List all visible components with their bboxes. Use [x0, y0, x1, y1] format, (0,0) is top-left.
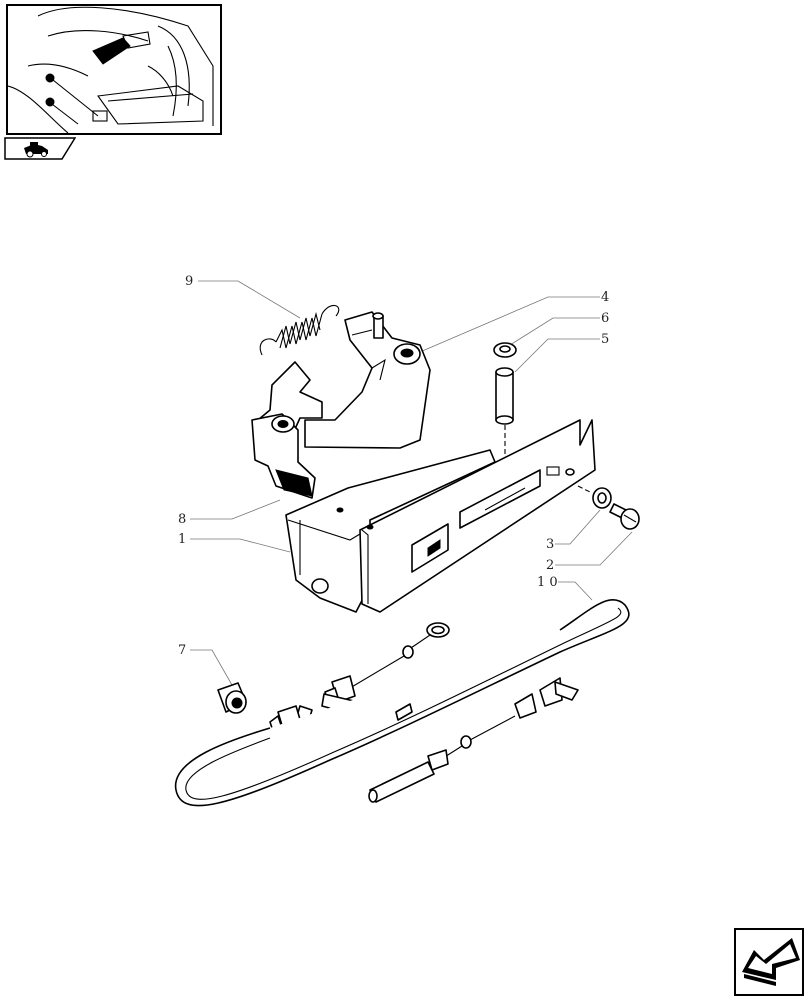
part-8-handle	[251, 361, 323, 499]
callout-10: 1 0	[537, 575, 558, 590]
part-3-bushing	[577, 485, 612, 509]
leader-lines	[190, 280, 633, 686]
tractor-cab-locator-thumbnail	[8, 6, 214, 133]
callout-3: 3	[546, 537, 554, 552]
callout-labels: 9 4 6 5 8 1 3 2 1 0 7	[178, 274, 609, 658]
tractor-tab-icon	[4, 137, 76, 160]
locator-thumbnail	[6, 4, 222, 135]
part-9-spring	[259, 305, 340, 356]
callout-2: 2	[546, 558, 554, 573]
previous-page-button[interactable]	[734, 928, 804, 996]
callout-1: 1	[178, 532, 186, 547]
callout-4: 4	[601, 290, 609, 305]
part-1-bracket	[285, 419, 596, 613]
callout-5: 5	[601, 332, 609, 347]
part-5-pin	[495, 367, 514, 455]
part-2-bolt	[609, 503, 640, 530]
part-6-snap-ring	[493, 342, 517, 358]
part-4-lever	[304, 311, 431, 449]
callout-7: 7	[178, 643, 186, 658]
callout-6: 6	[601, 311, 609, 326]
thumbnail-tab[interactable]	[4, 136, 76, 160]
callout-9: 9	[185, 274, 193, 289]
part-10-cable	[175, 599, 630, 807]
previous-page-arrow-icon	[742, 938, 800, 986]
part-7-grommet	[217, 682, 247, 714]
callout-8: 8	[178, 512, 186, 527]
